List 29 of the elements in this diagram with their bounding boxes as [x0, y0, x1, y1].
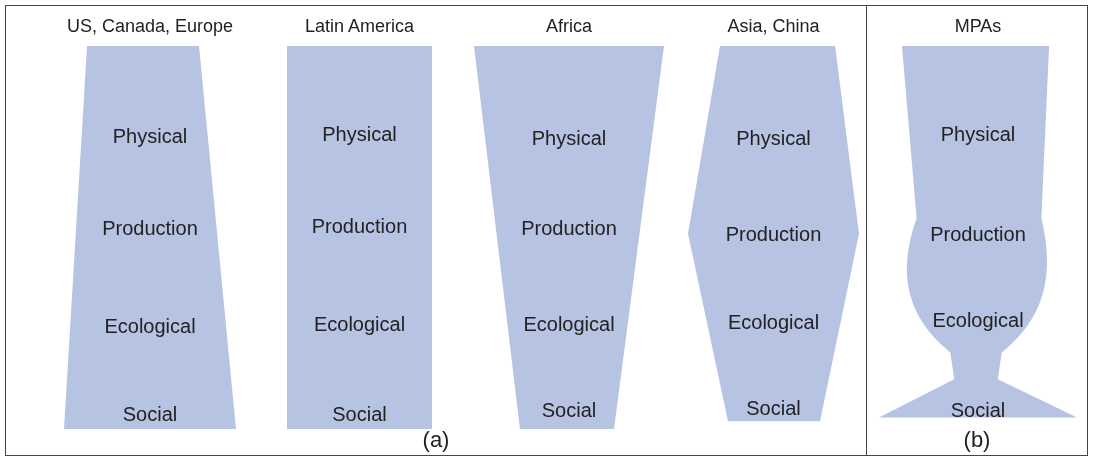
- region-title: US, Canada, Europe: [66, 16, 234, 37]
- level-label: Social: [332, 402, 387, 426]
- panel-frame: [866, 5, 1088, 456]
- level-label: Production: [725, 222, 822, 246]
- level-label: Production: [521, 216, 617, 240]
- panel-label: (b): [963, 427, 991, 453]
- level-label: Ecological: [523, 312, 615, 336]
- level-label: Production: [102, 216, 198, 240]
- level-label: Ecological: [313, 312, 406, 336]
- level-label: Physical: [112, 124, 188, 148]
- level-label: Ecological: [932, 308, 1024, 332]
- level-label: Social: [122, 402, 178, 426]
- level-label: Physical: [736, 126, 811, 150]
- region-title: Africa: [546, 16, 592, 37]
- level-label: Physical: [531, 126, 607, 150]
- region-title: Latin America: [304, 16, 415, 37]
- level-label: Ecological: [727, 310, 820, 334]
- level-label: Social: [950, 398, 1006, 422]
- level-label: Social: [746, 396, 801, 420]
- panel-frame: [5, 5, 867, 456]
- level-label: Social: [541, 398, 597, 422]
- level-label: Physical: [322, 122, 397, 146]
- panel-label: (a): [422, 427, 450, 453]
- level-label: Production: [311, 214, 408, 238]
- region-title: MPAs: [954, 16, 1002, 37]
- level-label: Ecological: [104, 314, 196, 338]
- region-title: Asia, China: [727, 16, 820, 37]
- level-label: Production: [930, 222, 1026, 246]
- level-label: Physical: [940, 122, 1016, 146]
